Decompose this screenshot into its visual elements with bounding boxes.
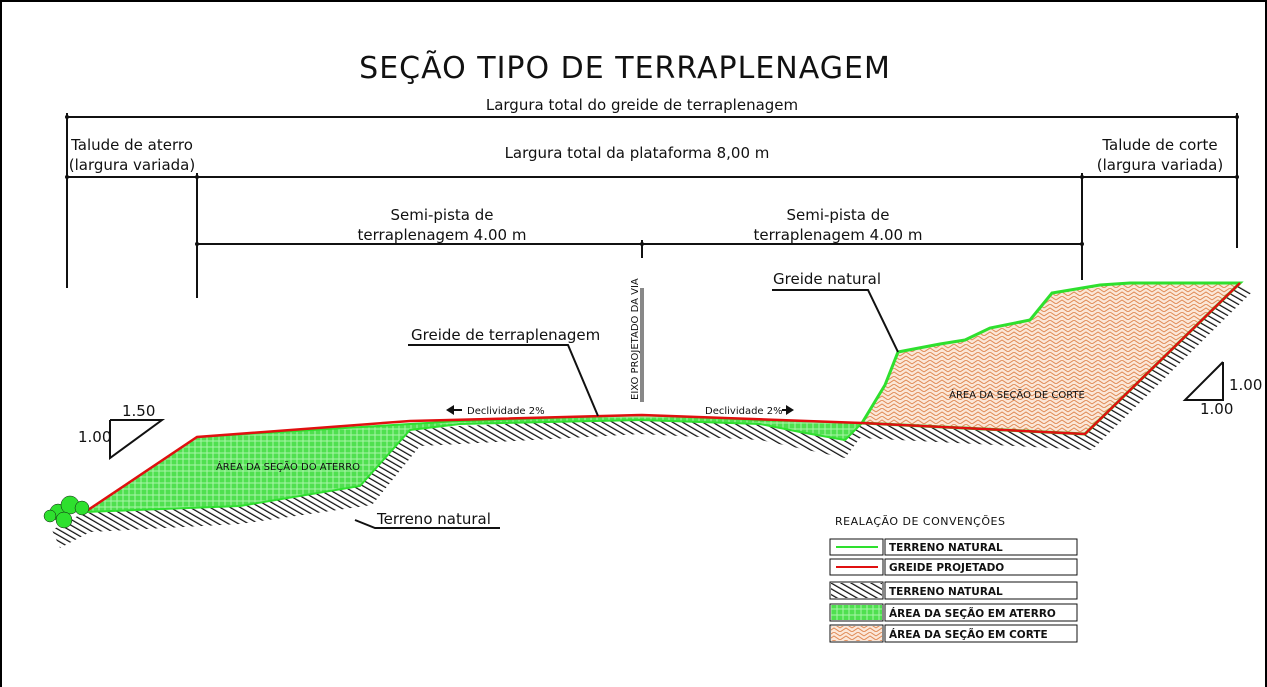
label-greide-natural: Greide natural [773, 270, 881, 288]
label-talude-corte-1: Talude de corte [1101, 136, 1217, 154]
label-area-corte: ÁREA DA SEÇÃO DE CORTE [949, 388, 1085, 401]
label-area-aterro: ÁREA DA SEÇÃO DO ATERRO [216, 460, 360, 473]
legend-item-label: ÁREA DA SEÇÃO EM ATERRO [889, 607, 1056, 620]
legend-swatch-corte [831, 626, 882, 641]
legend-item-label: TERRENO NATURAL [889, 542, 1003, 554]
slope-right-h: 1.00 [1200, 400, 1233, 418]
page-title: SEÇÃO TIPO DE TERRAPLENAGEM [359, 50, 891, 86]
arrow-left-icon [446, 405, 462, 415]
greide-projetado [84, 282, 1241, 514]
legend-swatch-aterro [831, 605, 882, 620]
label-total-greide: Largura total do greide de terraplenagem [486, 96, 798, 114]
dimension-lines [66, 113, 1238, 298]
arrow-right-icon [782, 405, 794, 415]
bush-icon [43, 495, 90, 529]
aterro-area [81, 413, 865, 514]
slope-right-v: 1.00 [1229, 376, 1262, 394]
slope-left-h: 1.50 [122, 402, 155, 420]
legend: REALAÇÃO DE CONVENÇÕES TERRENO NATURAL G… [829, 515, 1078, 643]
legend-item-label: TERRENO NATURAL [889, 586, 1003, 598]
label-declividade-right: Declividade 2% [705, 406, 783, 417]
legend-title: REALAÇÃO DE CONVENÇÕES [835, 515, 1005, 528]
label-semi-left-2: terraplenagem 4.00 m [358, 226, 527, 244]
label-talude-aterro-2: (largura variada) [69, 156, 195, 174]
leader-lines [354, 289, 899, 529]
legend-swatch-hatch [831, 583, 882, 598]
label-semi-left-1: Semi-pista de [390, 206, 493, 224]
label-semi-right-2: terraplenagem 4.00 m [754, 226, 923, 244]
label-talude-aterro-1: Talude de aterro [70, 136, 193, 154]
label-plataforma: Largura total da plataforma 8,00 m [505, 144, 770, 162]
label-talude-corte-2: (largura variada) [1097, 156, 1223, 174]
legend-item-label: GREIDE PROJETADO [889, 562, 1004, 574]
terreno-natural-hatch [52, 284, 1252, 548]
slope-left-v: 1.00 [78, 428, 111, 446]
slope-symbol-right [1182, 361, 1224, 401]
label-eixo: EIXO PROJETADO DA VIA [630, 278, 641, 400]
label-greide-terraplenagem: Greide de terraplenagem [411, 326, 600, 344]
label-semi-right-1: Semi-pista de [786, 206, 889, 224]
dimension-ticks [65, 115, 1239, 246]
legend-item-label: ÁREA DA SEÇÃO EM CORTE [889, 628, 1048, 641]
label-declividade-left: Declividade 2% [467, 406, 545, 417]
label-terreno-natural: Terreno natural [376, 510, 491, 528]
slope-symbol-left [109, 419, 166, 460]
